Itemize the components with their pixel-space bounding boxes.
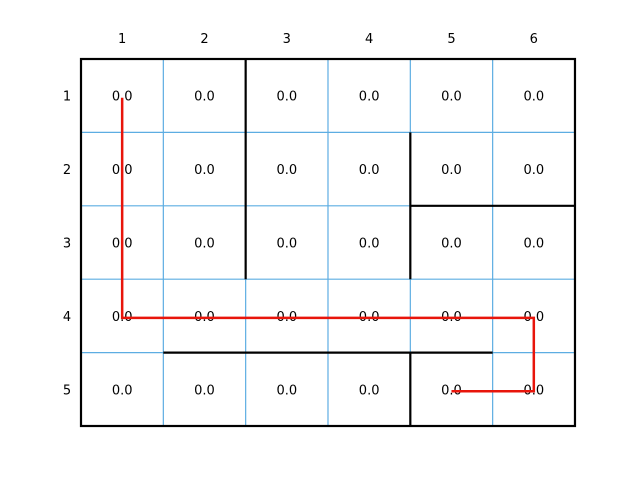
cell-value: 0.0 [523,90,544,105]
column-labels: 1 2 3 4 5 6 [118,32,538,47]
column-label: 3 [283,32,291,47]
cell-value: 0.0 [276,90,297,105]
solution-path [120,97,536,393]
column-label: 2 [200,32,208,47]
walls [163,59,575,426]
cell-value: 0.0 [441,90,462,105]
cell-value: 0.0 [194,90,215,105]
cell-value: 0.0 [359,163,380,178]
column-label: 4 [365,32,373,47]
cell-value: 0.0 [523,163,544,178]
column-label: 6 [530,32,538,47]
column-label: 1 [118,32,126,47]
cell-values: 0.0 0.0 0.0 0.0 0.0 0.0 0.0 0.0 0.0 0.0 0.0 0.0 0.0 0… [112,90,544,399]
row-labels: 1 2 3 4 5 [63,90,71,399]
cell-value: 0.0 [523,237,544,252]
row-label: 2 [63,163,71,178]
row-label: 1 [63,90,71,105]
cell-value: 0.0 [359,237,380,252]
column-label: 5 [447,32,455,47]
row-label: 5 [63,383,71,398]
cell-value: 0.0 [359,383,380,398]
cell-value: 0.0 [276,383,297,398]
cell-value: 0.0 [112,90,133,105]
grid-border [79,57,577,428]
cell-value: 0.0 [276,237,297,252]
cell-value: 0.0 [276,163,297,178]
cell-value: 0.0 [194,383,215,398]
cell-value: 0.0 [194,237,215,252]
cell-value: 0.0 [441,237,462,252]
grid-lines [81,59,575,426]
cell-value: 0.0 [112,383,133,398]
cell-value: 0.0 [441,163,462,178]
row-label: 3 [63,237,71,252]
cell-value: 0.0 [194,163,215,178]
row-label: 4 [63,310,71,325]
cell-value: 0.0 [359,90,380,105]
